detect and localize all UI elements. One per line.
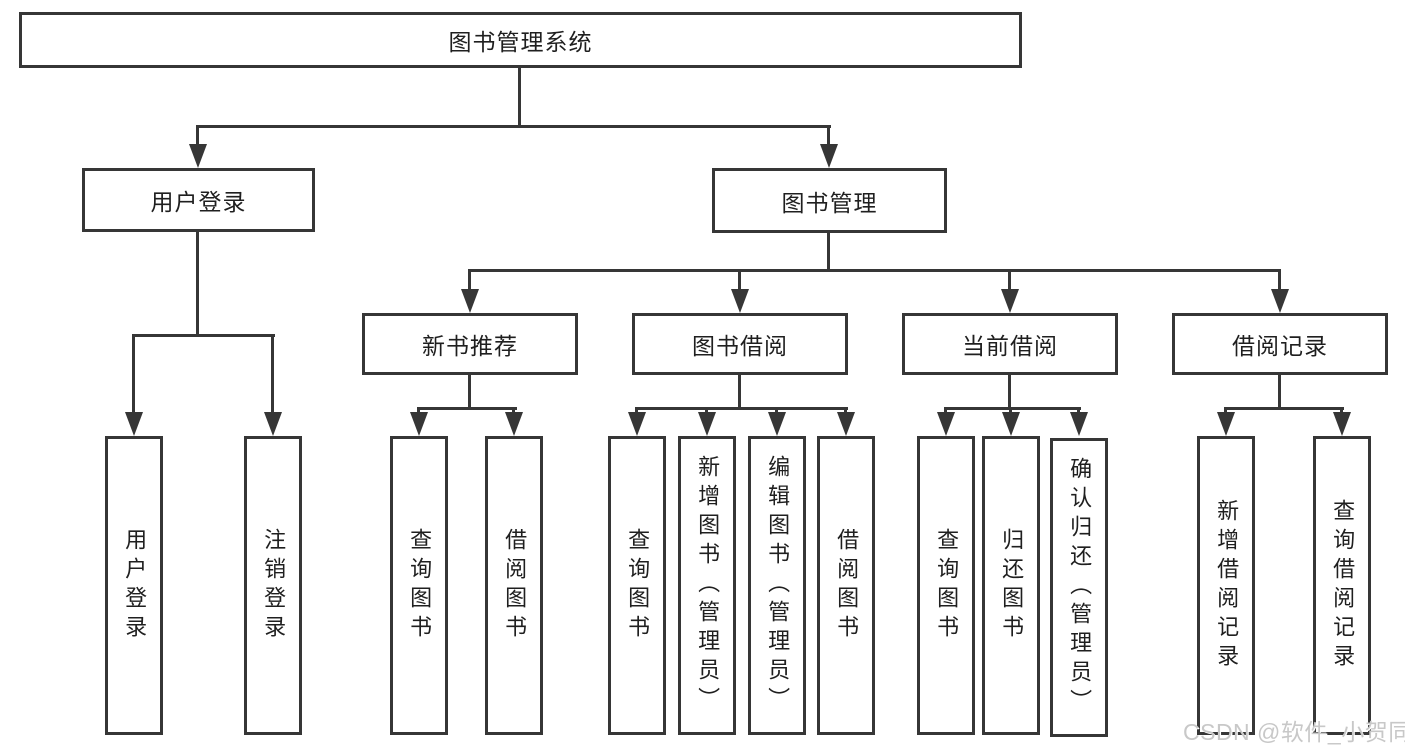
node-label: 查询借阅记录	[1330, 498, 1356, 673]
node-label: 图书借阅	[692, 333, 788, 359]
arrow-down-icon	[944, 407, 947, 412]
connector-root-stem	[518, 67, 521, 126]
node-new-book-recommend: 新书推荐	[362, 313, 578, 375]
connector-book-borrowing-stem	[738, 374, 741, 408]
leaf-query-books-recommend: 查询图书	[390, 436, 448, 735]
leaf-add-borrowing-record: 新增借阅记录	[1197, 436, 1255, 735]
arrow-down-icon	[468, 269, 471, 289]
arrow-down-icon	[775, 407, 778, 412]
node-book-borrowing: 图书借阅	[632, 313, 848, 375]
arrow-down-icon	[512, 407, 515, 412]
arrow-down-icon	[1278, 269, 1281, 289]
node-label: 借阅图书	[834, 527, 860, 644]
leaf-query-borrowing-record: 查询借阅记录	[1313, 436, 1371, 735]
node-label: 新增借阅记录	[1214, 498, 1240, 673]
connector-book-management-stem	[827, 231, 830, 271]
node-library-management-system: 图书管理系统	[19, 12, 1022, 68]
arrow-down-icon	[705, 407, 708, 412]
node-label: 查询图书	[407, 527, 433, 644]
leaf-confirm-return-admin: 确认归还（管理员）	[1050, 438, 1108, 737]
connector-level3-rail	[468, 269, 1281, 272]
node-label: 图书管理	[781, 189, 878, 216]
arrow-down-icon	[196, 125, 199, 144]
leaf-add-books-admin: 新增图书（管理员）	[678, 436, 736, 735]
csdn-watermark: CSDN @软件_小贺同学	[1183, 719, 1405, 745]
node-label: 用户登录	[150, 189, 247, 215]
connector-new-book-rail	[417, 407, 517, 410]
arrow-down-icon	[417, 407, 420, 412]
arrow-down-icon	[738, 269, 741, 289]
connector-level2-rail	[196, 125, 831, 128]
leaf-query-books-current: 查询图书	[917, 436, 975, 735]
node-label: 借阅图书	[502, 527, 528, 644]
node-label: 查询图书	[934, 527, 960, 644]
arrow-down-icon	[1009, 407, 1012, 412]
node-label: 图书管理系统	[448, 29, 593, 55]
leaf-borrow-books-recommend: 借阅图书	[485, 436, 543, 735]
leaf-query-books-borrowing: 查询图书	[608, 436, 666, 735]
connector-book-borrowing-rail	[635, 407, 848, 410]
arrow-down-icon	[1224, 407, 1227, 412]
node-label: 新书推荐	[422, 333, 518, 359]
leaf-logout: 注销登录	[244, 436, 302, 735]
leaf-borrow-books: 借阅图书	[817, 436, 875, 735]
arrow-down-icon	[635, 407, 638, 412]
node-label: 查询图书	[625, 527, 651, 644]
connector-current-borrowing-stem	[1008, 374, 1011, 408]
node-user-login: 用户登录	[82, 168, 315, 232]
node-label: 新增图书（管理员）	[695, 455, 721, 716]
node-label: 编辑图书（管理员）	[765, 455, 791, 716]
connector-current-borrowing-rail	[944, 407, 1081, 410]
node-borrowing-records: 借阅记录	[1172, 313, 1388, 375]
connector-borrowing-records-stem	[1278, 374, 1281, 408]
arrow-down-icon	[1340, 407, 1343, 412]
arrow-down-icon	[1077, 407, 1080, 412]
arrow-down-icon	[1008, 269, 1011, 289]
leaf-return-books: 归还图书	[982, 436, 1040, 735]
leaf-edit-books-admin: 编辑图书（管理员）	[748, 436, 806, 735]
connector-borrowing-records-rail	[1224, 407, 1344, 410]
arrow-down-icon	[132, 334, 135, 412]
node-label: 确认归还（管理员）	[1067, 457, 1093, 718]
arrow-down-icon	[827, 125, 830, 144]
connector-user-login-rail	[132, 334, 275, 337]
node-book-management: 图书管理	[712, 168, 947, 233]
node-label: 用户登录	[122, 527, 148, 644]
node-label: 归还图书	[999, 527, 1025, 644]
arrow-down-icon	[844, 407, 847, 412]
node-label: 借阅记录	[1232, 333, 1328, 359]
node-current-borrowing: 当前借阅	[902, 313, 1118, 375]
leaf-user-login: 用户登录	[105, 436, 163, 735]
connector-new-book-stem	[468, 374, 471, 408]
connector-user-login-stem	[196, 231, 199, 336]
arrow-down-icon	[271, 334, 274, 412]
node-label: 当前借阅	[962, 333, 1058, 359]
node-label: 注销登录	[261, 527, 287, 644]
